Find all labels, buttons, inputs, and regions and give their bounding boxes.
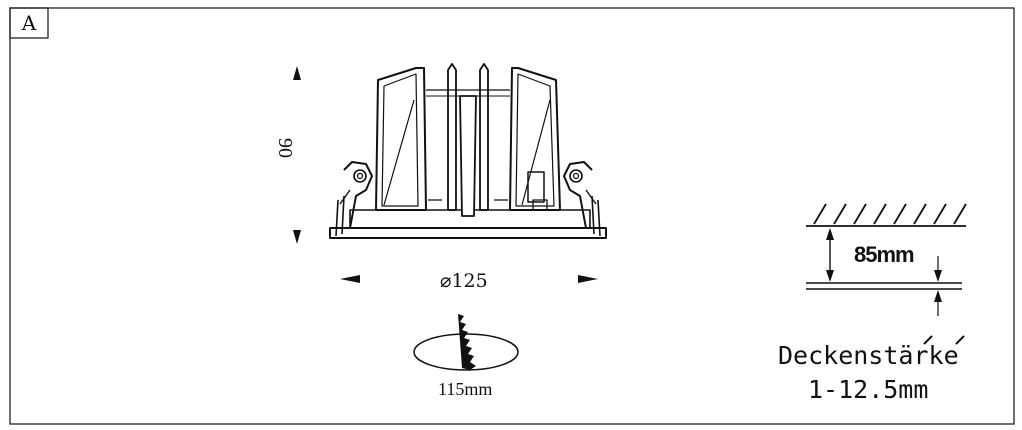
trim-ring — [329, 227, 607, 239]
panel-label-box — [9, 7, 49, 39]
driver-connector — [527, 171, 545, 203]
height-dimension — [293, 66, 301, 244]
cutout-dimension-label: 115mm — [438, 379, 493, 399]
saw-blade-icon — [458, 314, 476, 370]
heatsink-left — [375, 67, 427, 211]
heatsink-right — [509, 67, 561, 211]
spring-clip-left — [335, 161, 373, 237]
center-tab — [459, 95, 477, 217]
height-dimension-label: 90 — [274, 138, 296, 158]
ceiling-thickness-title: Deckenstärke — [778, 341, 959, 370]
diameter-dimension — [340, 275, 598, 283]
diameter-dimension-label: ⌀125 — [440, 270, 488, 292]
ceiling-detail — [806, 203, 967, 345]
spring-clip-right — [563, 161, 601, 237]
panel-label: A — [21, 11, 37, 35]
drawing-frame — [9, 7, 1015, 425]
recess-depth-label: 85mm — [854, 242, 915, 267]
downlight-side-view — [329, 63, 607, 239]
heatsink-fin — [479, 63, 489, 211]
ceiling-hatching — [813, 203, 967, 225]
heatsink-fin — [447, 63, 457, 211]
cutout-symbol — [413, 314, 519, 371]
ceiling-thickness-range: 1-12.5mm — [808, 375, 929, 404]
